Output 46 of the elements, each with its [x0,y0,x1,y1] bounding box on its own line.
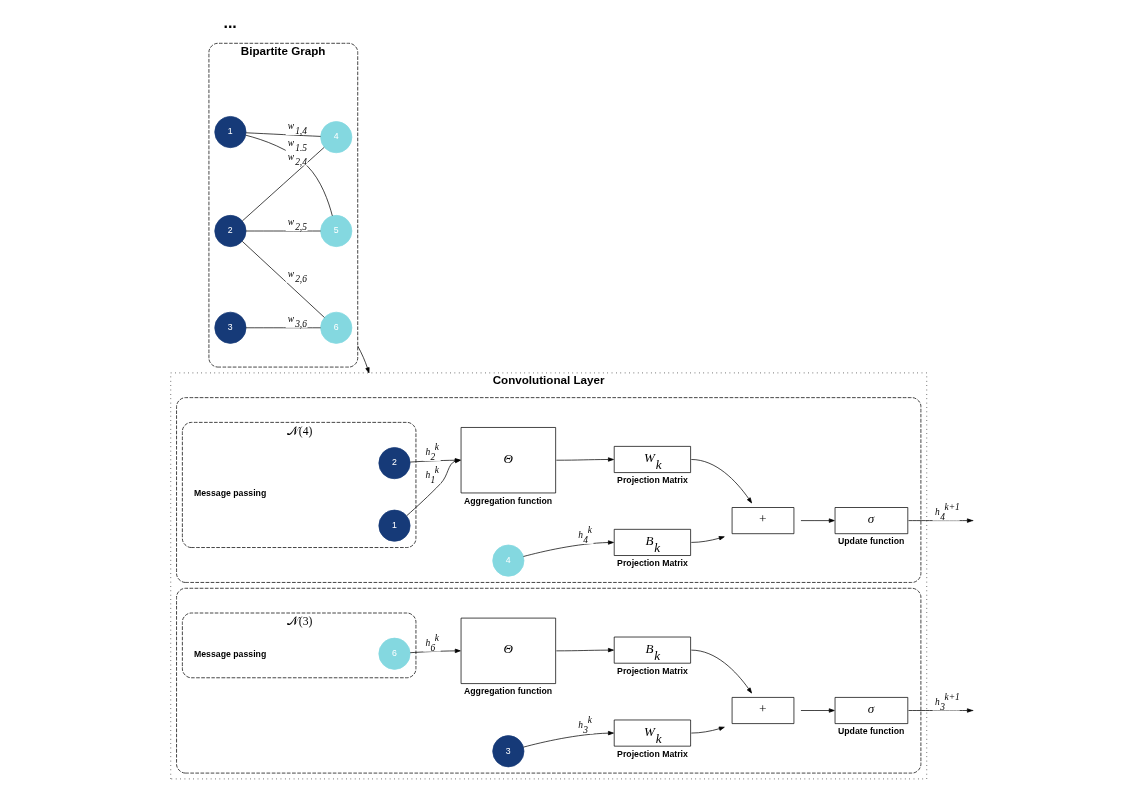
arrow [555,457,614,462]
node-label: Projection Matrix [616,475,688,486]
node-label: Message passing [193,648,266,659]
cluster [175,587,921,774]
node-circle: 1 [213,116,246,149]
node-box: Θ [460,427,556,494]
arrow [555,648,614,653]
arrow [800,518,835,523]
node-circle: 4 [491,544,524,577]
node-circle: 5 [319,215,352,248]
node-label: Aggregation function [463,495,552,506]
node-box: σ [834,697,908,724]
arrow [405,458,461,517]
node-label: Projection Matrix [616,665,688,676]
arrow [409,648,461,654]
connector [245,132,321,137]
node-label: Projection Matrix [616,748,688,759]
arrow [690,649,752,694]
connector [241,241,325,318]
node-circle: 3 [213,311,246,344]
label: ... [222,13,237,31]
node-circle: 2 [377,447,410,480]
node-circle: 6 [319,311,352,344]
arrow [690,726,725,734]
node-circle: 3 [491,735,524,768]
arrow [690,536,725,543]
node-box: + [731,507,794,535]
node-label: Aggregation function [463,686,552,697]
node-circle: 4 [319,121,352,154]
node-box: σ [834,507,908,535]
node-label: Projection Matrix [616,558,688,569]
arrow [690,459,752,504]
cluster [175,397,921,583]
node-box: Θ [460,617,556,684]
arrow [522,731,614,748]
node-box: + [731,697,794,724]
arrow [522,540,614,557]
arrow [409,458,461,463]
arrow [356,345,369,374]
node-circle: 6 [377,637,410,670]
node-label: Update function [837,726,904,737]
node-label: Update function [837,536,904,547]
node-circle: 1 [377,509,410,542]
node-label: Message passing [193,487,266,498]
node-circle: 2 [213,215,246,248]
arrow [800,708,835,713]
